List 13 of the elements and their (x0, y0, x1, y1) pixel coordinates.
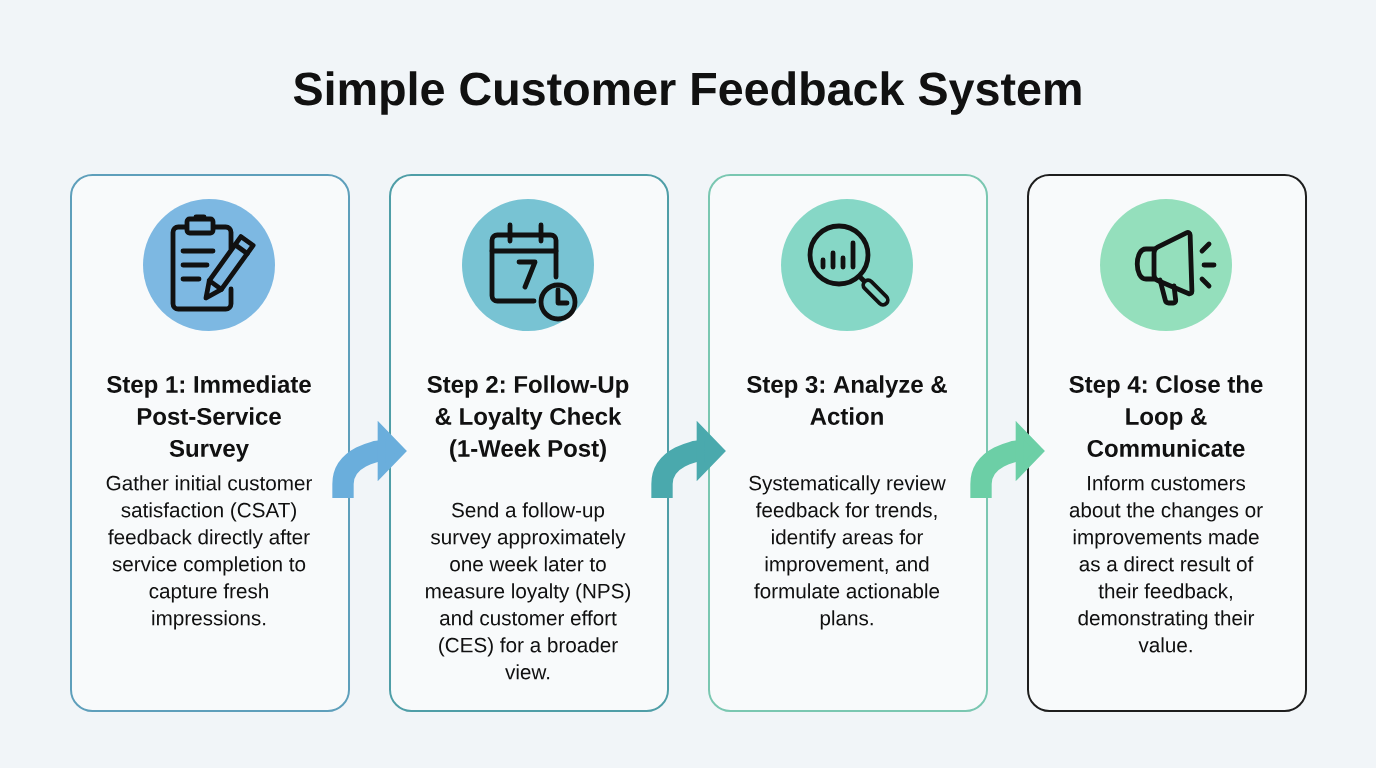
step-description: Systematically review feedback for trends, identify areas for improvement, and formulate actionable plans. (749, 475, 946, 630)
title: Simple Customer Feedback System (293, 71, 1081, 115)
step-heading: Step 2: Follow-Up & Loyalty Check (1-Week Post) (427, 375, 629, 462)
step-description: Send a follow-up survey approximately one week later to measure loyalty (NPS) and customer effort (CES) for a broader view. (426, 502, 631, 680)
step-card (708, 174, 988, 712)
step-heading: Step 1: Immediate Post-Service Survey (107, 375, 311, 462)
step-description: Gather initial customer satisfaction (CSAT) feedback directly after service completion to capture fresh impressions. (106, 475, 312, 630)
step-card (389, 174, 669, 712)
step-heading: Step 3: Analyze & Action (747, 375, 947, 425)
step-description: Inform customers about the changes or improvements made as a direct result of their feedback, demonstrating their value. (1069, 475, 1263, 653)
step-heading: Step 4: Close the Loop & Communicate (1069, 375, 1263, 457)
step-card (1027, 174, 1307, 712)
step-card (70, 174, 350, 712)
